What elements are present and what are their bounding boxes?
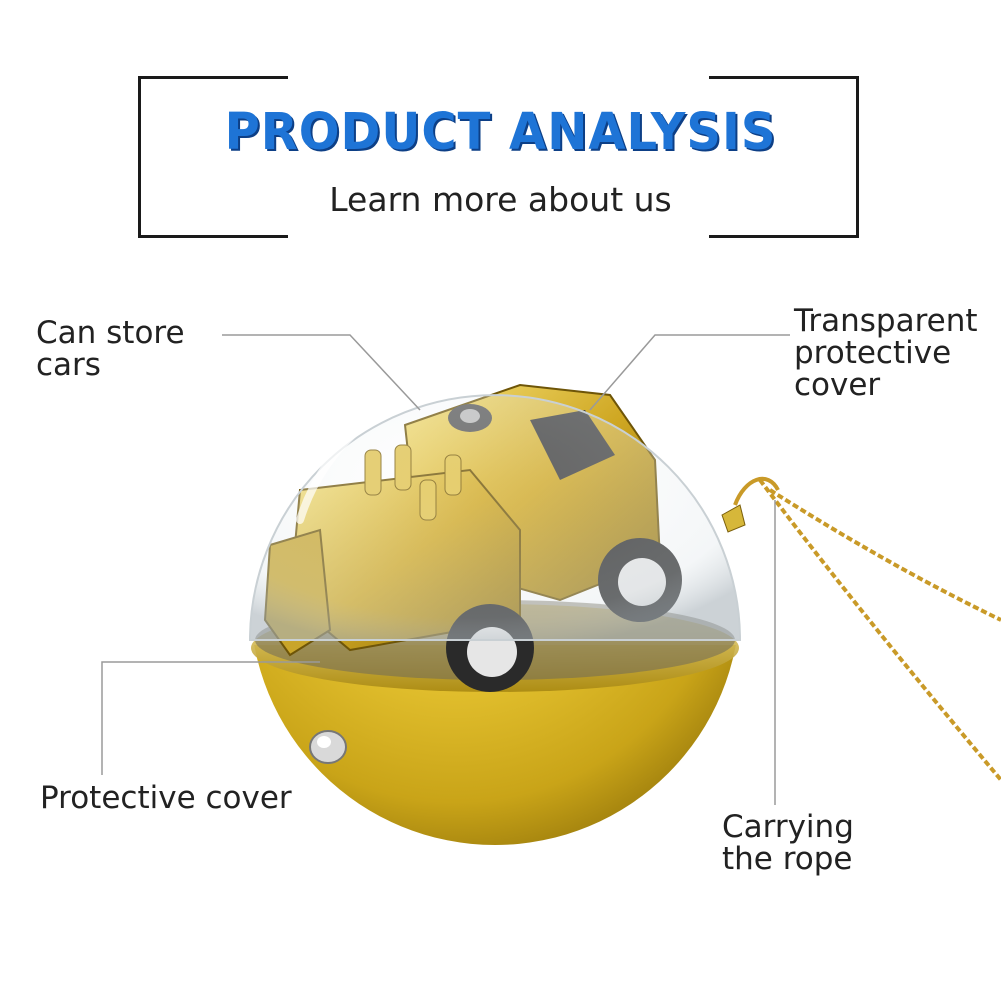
frame-right-top — [709, 76, 859, 79]
frame-right-side — [856, 76, 859, 238]
transparent-dome — [248, 394, 742, 641]
frame-right-bottom — [709, 235, 859, 238]
label-carrying-rope: Carrying the rope — [722, 809, 854, 877]
page-title: PRODUCT ANALYSIS — [224, 102, 777, 162]
rope-loop — [721, 477, 1001, 782]
gold-base-shell — [254, 645, 736, 845]
label-transparent-cover: Transparent protective cover — [794, 303, 978, 403]
label-protective-cover: Protective cover — [40, 780, 292, 816]
callout-lines — [101, 334, 790, 805]
leader-can-store-cars — [222, 334, 421, 411]
led-light — [309, 730, 347, 764]
page-subtitle: Learn more about us — [329, 180, 672, 219]
frame-left-bottom — [138, 235, 288, 238]
label-can-store-cars: Can store cars — [36, 315, 185, 383]
frame-left-side — [138, 76, 141, 238]
leader-transparent-cover — [589, 334, 790, 411]
frame-left-top — [138, 76, 288, 79]
leader-protective-cover — [101, 661, 320, 775]
